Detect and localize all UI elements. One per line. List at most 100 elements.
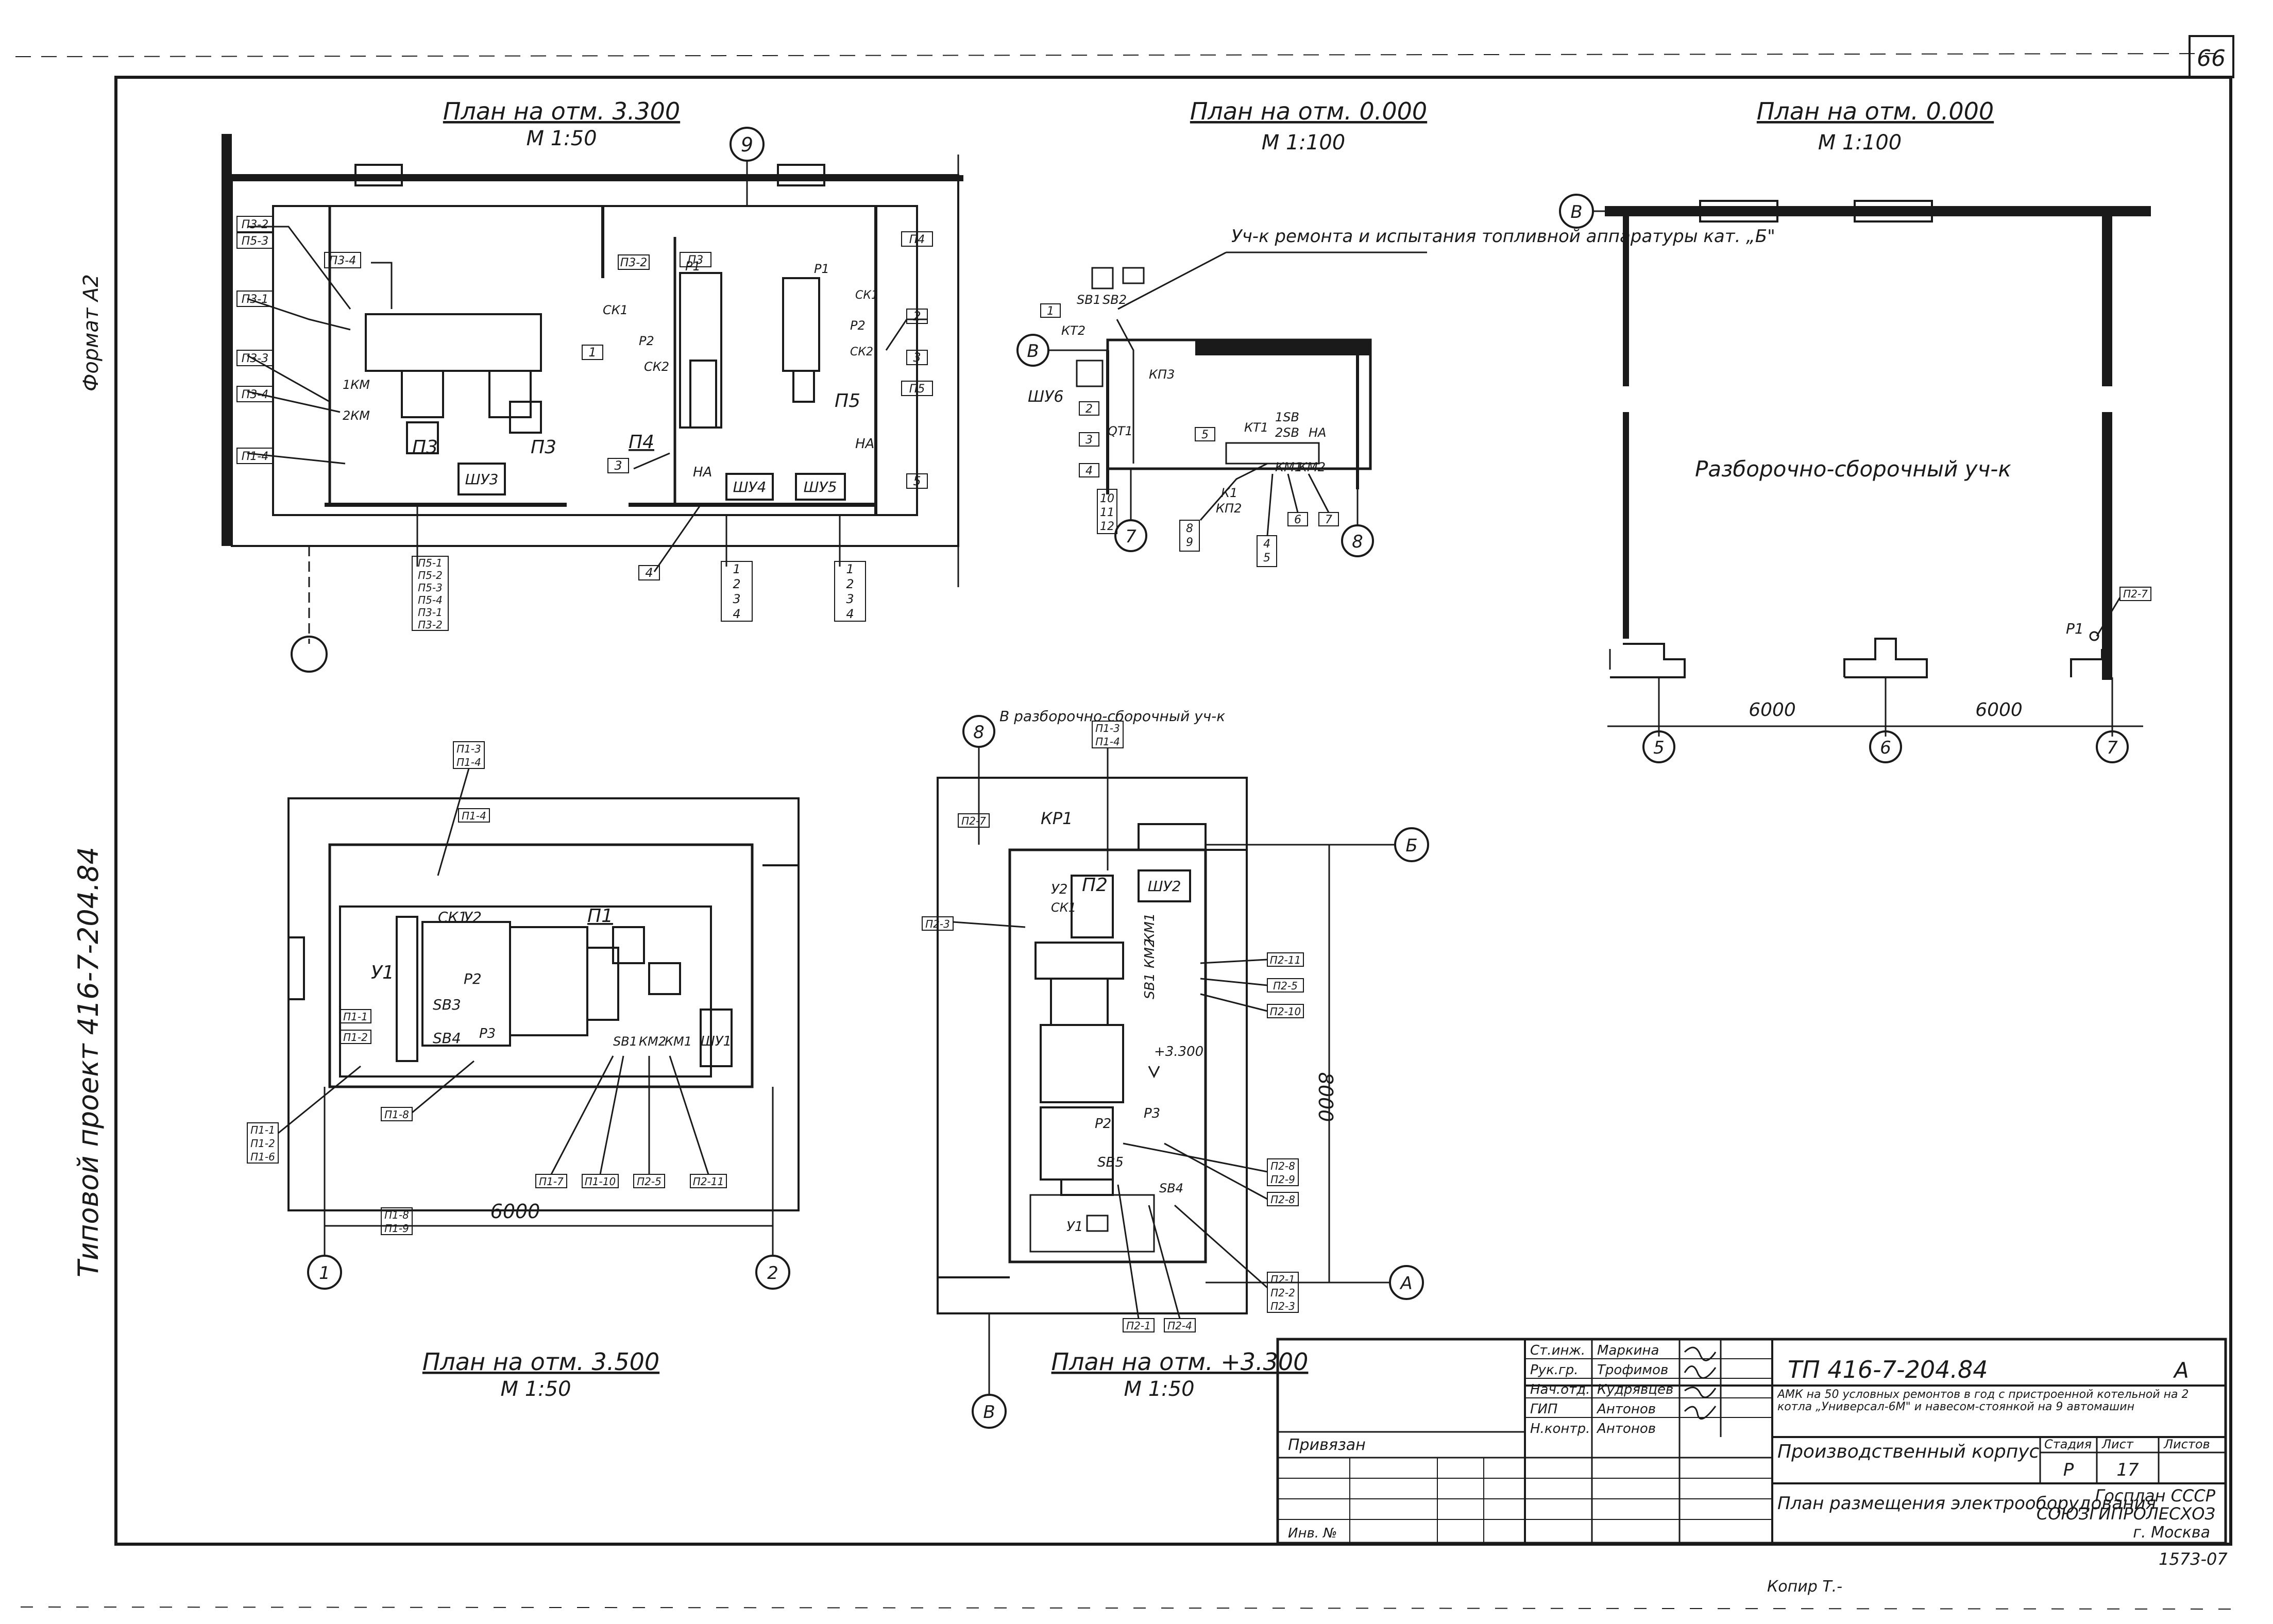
outer-trim-line-bottom [20,1606,2236,1610]
plan5-tag-3: П2-3 [925,918,950,930]
plan4-axis-1-label: 1 [319,1263,330,1284]
plan1-label-sk2: СК2 [644,360,669,374]
plan4-tag-6: П1-2 [250,1137,275,1150]
org-2: г. Москва [2133,1524,2210,1542]
plan4-axis-2 [755,1255,790,1290]
plan4-label-km1: КМ1 [665,1034,692,1049]
plan4-tag-0: П1-3 [456,743,481,755]
plan2-label-sb1: SB1 [1077,293,1101,307]
plan5-tag-9: П2-8 [1270,1193,1295,1206]
plan5-axis-v [972,1394,1007,1429]
plan5-label-u2: У2 [1051,882,1067,897]
plan4-tag-11: П1-7 [539,1175,564,1188]
plan5-scale: М 1:50 [1124,1377,1194,1401]
plan2-num-8: 8 [1186,522,1193,535]
plan1-label-1km: 1КМ [343,378,370,392]
role-4: Н.контр. [1530,1421,1590,1437]
plan2-num-3: 3 [1085,434,1093,447]
plan5-tag-13: П2-1 [1126,1320,1151,1332]
plan5-tag-12: П2-3 [1270,1300,1295,1312]
plan-4: П1 У1 У2 СК1 Р2 Р3 SB3 SB4 SB1 КМ2 КМ1 Ш… [247,741,800,1401]
plan3-axis-5 [1642,730,1675,763]
plan1-shu5 [795,473,846,501]
plan2-num-11: 11 [1100,506,1114,519]
plan1-label-r1b: Р1 [814,262,829,276]
plan5-axis-b-label: Б [1405,835,1417,856]
plan4-axis-2-label: 2 [767,1263,778,1284]
plan5-tag-1: П1-4 [1095,736,1120,748]
plan1-num-a4: 4 [733,607,740,621]
plan5-label-km1: КМ1 [1142,913,1158,943]
plan4-label-km2: КМ2 [639,1034,666,1049]
plan5-tag-4: П2-11 [1270,954,1301,966]
inv-label: Инв. № [1288,1526,1337,1541]
plan2-num-2: 2 [1085,403,1093,416]
plan1-label-r1a: Р1 [685,259,701,273]
role-2-name: Кудрявцев [1597,1382,1673,1397]
plan2-label-kp3: КП3 [1149,367,1175,382]
plan4-label-sk1: СК1 [438,909,467,926]
plan1-label-shu5: ШУ5 [804,478,837,495]
plan4-tag-10: П1-9 [384,1222,409,1235]
plan4-axis-1 [307,1255,342,1290]
plan-3: План на отм. 0.000 М 1:100 В Разборочно-… [1559,97,2151,763]
side-note-format: Формат А2 [79,274,103,391]
plan4-label-u1: У1 [371,962,394,983]
plan4-label-sb3: SB3 [433,996,461,1013]
plan-2: План на отм. 0.000 М 1:100 Уч-к ремонта … [1016,97,1775,567]
plan4-shu1 [700,1008,733,1067]
title-block: Ст.инж. Маркина Рук.гр. Трофимов Нач.отд… [1276,1338,2227,1545]
outer-trim-line [15,53,2216,57]
plan2-num-1: 1 [1047,305,1054,318]
plan2-num-10: 10 [1100,492,1114,505]
role-0: Ст.инж. [1530,1343,1585,1358]
plan1-num-a3: 3 [733,592,740,606]
object-name: Производственный корпус [1777,1441,2040,1462]
plan1-num-b3: 3 [846,592,854,606]
plan1-tag-t1: П3 [688,254,704,267]
plan5-label-u1: У1 [1066,1219,1083,1235]
page-number-box [2189,35,2234,78]
stage-header: Стадия [2044,1437,2092,1451]
plan2-num-9: 9 [1186,536,1193,549]
plan2-label-shu6: ШУ6 [1028,388,1063,406]
plan2-label-qt1: QТ1 [1108,424,1133,438]
plan2-axis-8-label: 8 [1352,532,1363,552]
plan2-num-4: 4 [1085,465,1093,477]
plan5-tag-7: П2-8 [1270,1160,1295,1172]
plan1-shu4 [725,473,774,501]
plan1-tag-l2: П3-1 [242,293,268,306]
role-2: Нач.отд. [1530,1382,1590,1397]
signature-2 [1684,1365,1717,1379]
plan5-tag-14: П2-4 [1167,1320,1192,1332]
plan4-tag-8: П1-8 [384,1108,409,1121]
plan1-label-sk2b: СК2 [850,346,873,358]
plan4-label-r3: Р3 [479,1026,496,1041]
plan1-small-1: 1 [588,345,596,360]
sheet-title: План размещения электрооборудования [1777,1493,2156,1514]
plan1-machine-3 [782,277,820,372]
plan5-u1 [1086,1215,1109,1232]
plan1-label-p5: П5 [835,390,860,412]
plan1-label-r2a: Р2 [639,334,654,348]
plan1-tag-l4: П3-4 [242,388,268,401]
plan2-num-4b: 4 [1263,538,1270,551]
plan2-scale: М 1:100 [1262,131,1346,155]
plan5-label-sb1: SB1 [1142,973,1158,999]
plan5-axis-a-label: А [1399,1273,1412,1294]
plan1-stack-0: П5-1 [418,557,443,569]
plan5-label-kr1: КР1 [1041,809,1073,828]
plan5-tag-0: П1-3 [1095,722,1120,734]
plan5-label-shu2: ШУ2 [1148,878,1181,895]
plan5-label-sb4: SB4 [1159,1181,1183,1195]
plan1-scale: М 1:50 [526,127,597,150]
side-note-project: Типовой проект 416-7-204.84 [72,847,105,1277]
plan5-axis-8-label: 8 [973,722,985,743]
plan2-label-km1: КМ1 [1275,460,1302,474]
plan1-tag-t2: П4 [909,233,925,246]
plan4-dim: 6000 [490,1200,540,1223]
role-3-name: Антонов [1596,1401,1656,1417]
plan5-label-r3: Р3 [1144,1106,1160,1121]
plan4-tag-14: П2-11 [693,1175,724,1188]
plan2-label-kp2: КП2 [1216,501,1242,516]
